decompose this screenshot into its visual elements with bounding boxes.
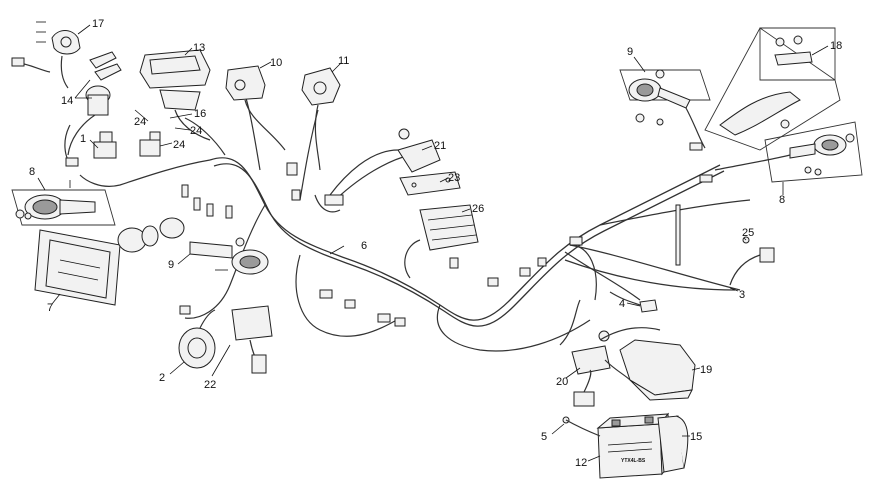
harness-connectors — [181, 142, 713, 327]
speed-sensor — [729, 236, 775, 286]
callout-labels: 1 2 3 4 5 6 7 8 8 9 9 10 11 12 13 14 15 … — [29, 18, 842, 469]
rear-right-indicator — [714, 121, 863, 183]
callout-3: 3 — [739, 289, 745, 301]
callout-15: 15 — [690, 431, 702, 443]
relay-16 — [139, 131, 161, 157]
starter-relay — [571, 327, 661, 407]
callout-23: 23 — [448, 172, 460, 184]
callout-7: 7 — [47, 302, 53, 314]
callout-25: 25 — [742, 227, 754, 239]
callout-8-rear: 8 — [779, 194, 785, 206]
front-right-indicator — [189, 237, 269, 275]
callout-24-a: 24 — [134, 116, 146, 128]
left-handlebar-switch — [225, 65, 286, 151]
rear-left-indicator — [619, 69, 711, 149]
horn — [178, 305, 216, 369]
callout-13: 13 — [193, 42, 205, 54]
ignition-switch — [67, 51, 122, 156]
handlebar-switch-clamp — [11, 21, 81, 89]
cable-tie — [675, 204, 681, 266]
main-wiring-harness — [79, 94, 751, 352]
callout-17: 17 — [92, 18, 104, 30]
tail-light-assembly — [704, 27, 841, 151]
callout-2: 2 — [159, 372, 165, 384]
callout-18: 18 — [830, 40, 842, 52]
voltage-regulator — [404, 204, 479, 279]
callout-9-front: 9 — [168, 259, 174, 271]
battery-cover — [619, 339, 696, 401]
callout-leaders — [37, 24, 829, 462]
probe-sensor — [609, 291, 658, 313]
callout-26: 26 — [472, 203, 484, 215]
callout-5: 5 — [541, 431, 547, 443]
callout-4: 4 — [619, 298, 625, 310]
callout-24-c: 24 — [173, 139, 185, 151]
callout-12: 12 — [575, 457, 587, 469]
callout-19: 19 — [700, 364, 712, 376]
callout-22: 22 — [204, 379, 216, 391]
battery-model-label: YTX4L-BS — [621, 458, 646, 464]
cable-3 — [564, 259, 736, 291]
ignition-coil — [324, 128, 441, 206]
callout-21: 21 — [434, 140, 446, 152]
callout-6: 6 — [361, 240, 367, 252]
callout-20: 20 — [556, 376, 568, 388]
flasher-relay — [64, 124, 117, 167]
callout-9-rear: 9 — [627, 46, 633, 58]
front-left-indicator — [11, 180, 116, 226]
callout-24-b: 24 — [190, 125, 202, 137]
battery-cable — [562, 416, 601, 437]
callout-8-front: 8 — [29, 166, 35, 178]
right-handlebar-switch — [301, 67, 341, 171]
callout-1: 1 — [80, 133, 86, 145]
callout-16: 16 — [194, 108, 206, 120]
callout-11: 11 — [338, 55, 349, 67]
callout-14: 14 — [61, 95, 73, 107]
headlight — [34, 217, 185, 306]
battery-strap — [657, 415, 689, 473]
cdi-unit — [231, 305, 273, 374]
callout-10: 10 — [270, 57, 282, 69]
instrument-cluster — [139, 49, 211, 141]
